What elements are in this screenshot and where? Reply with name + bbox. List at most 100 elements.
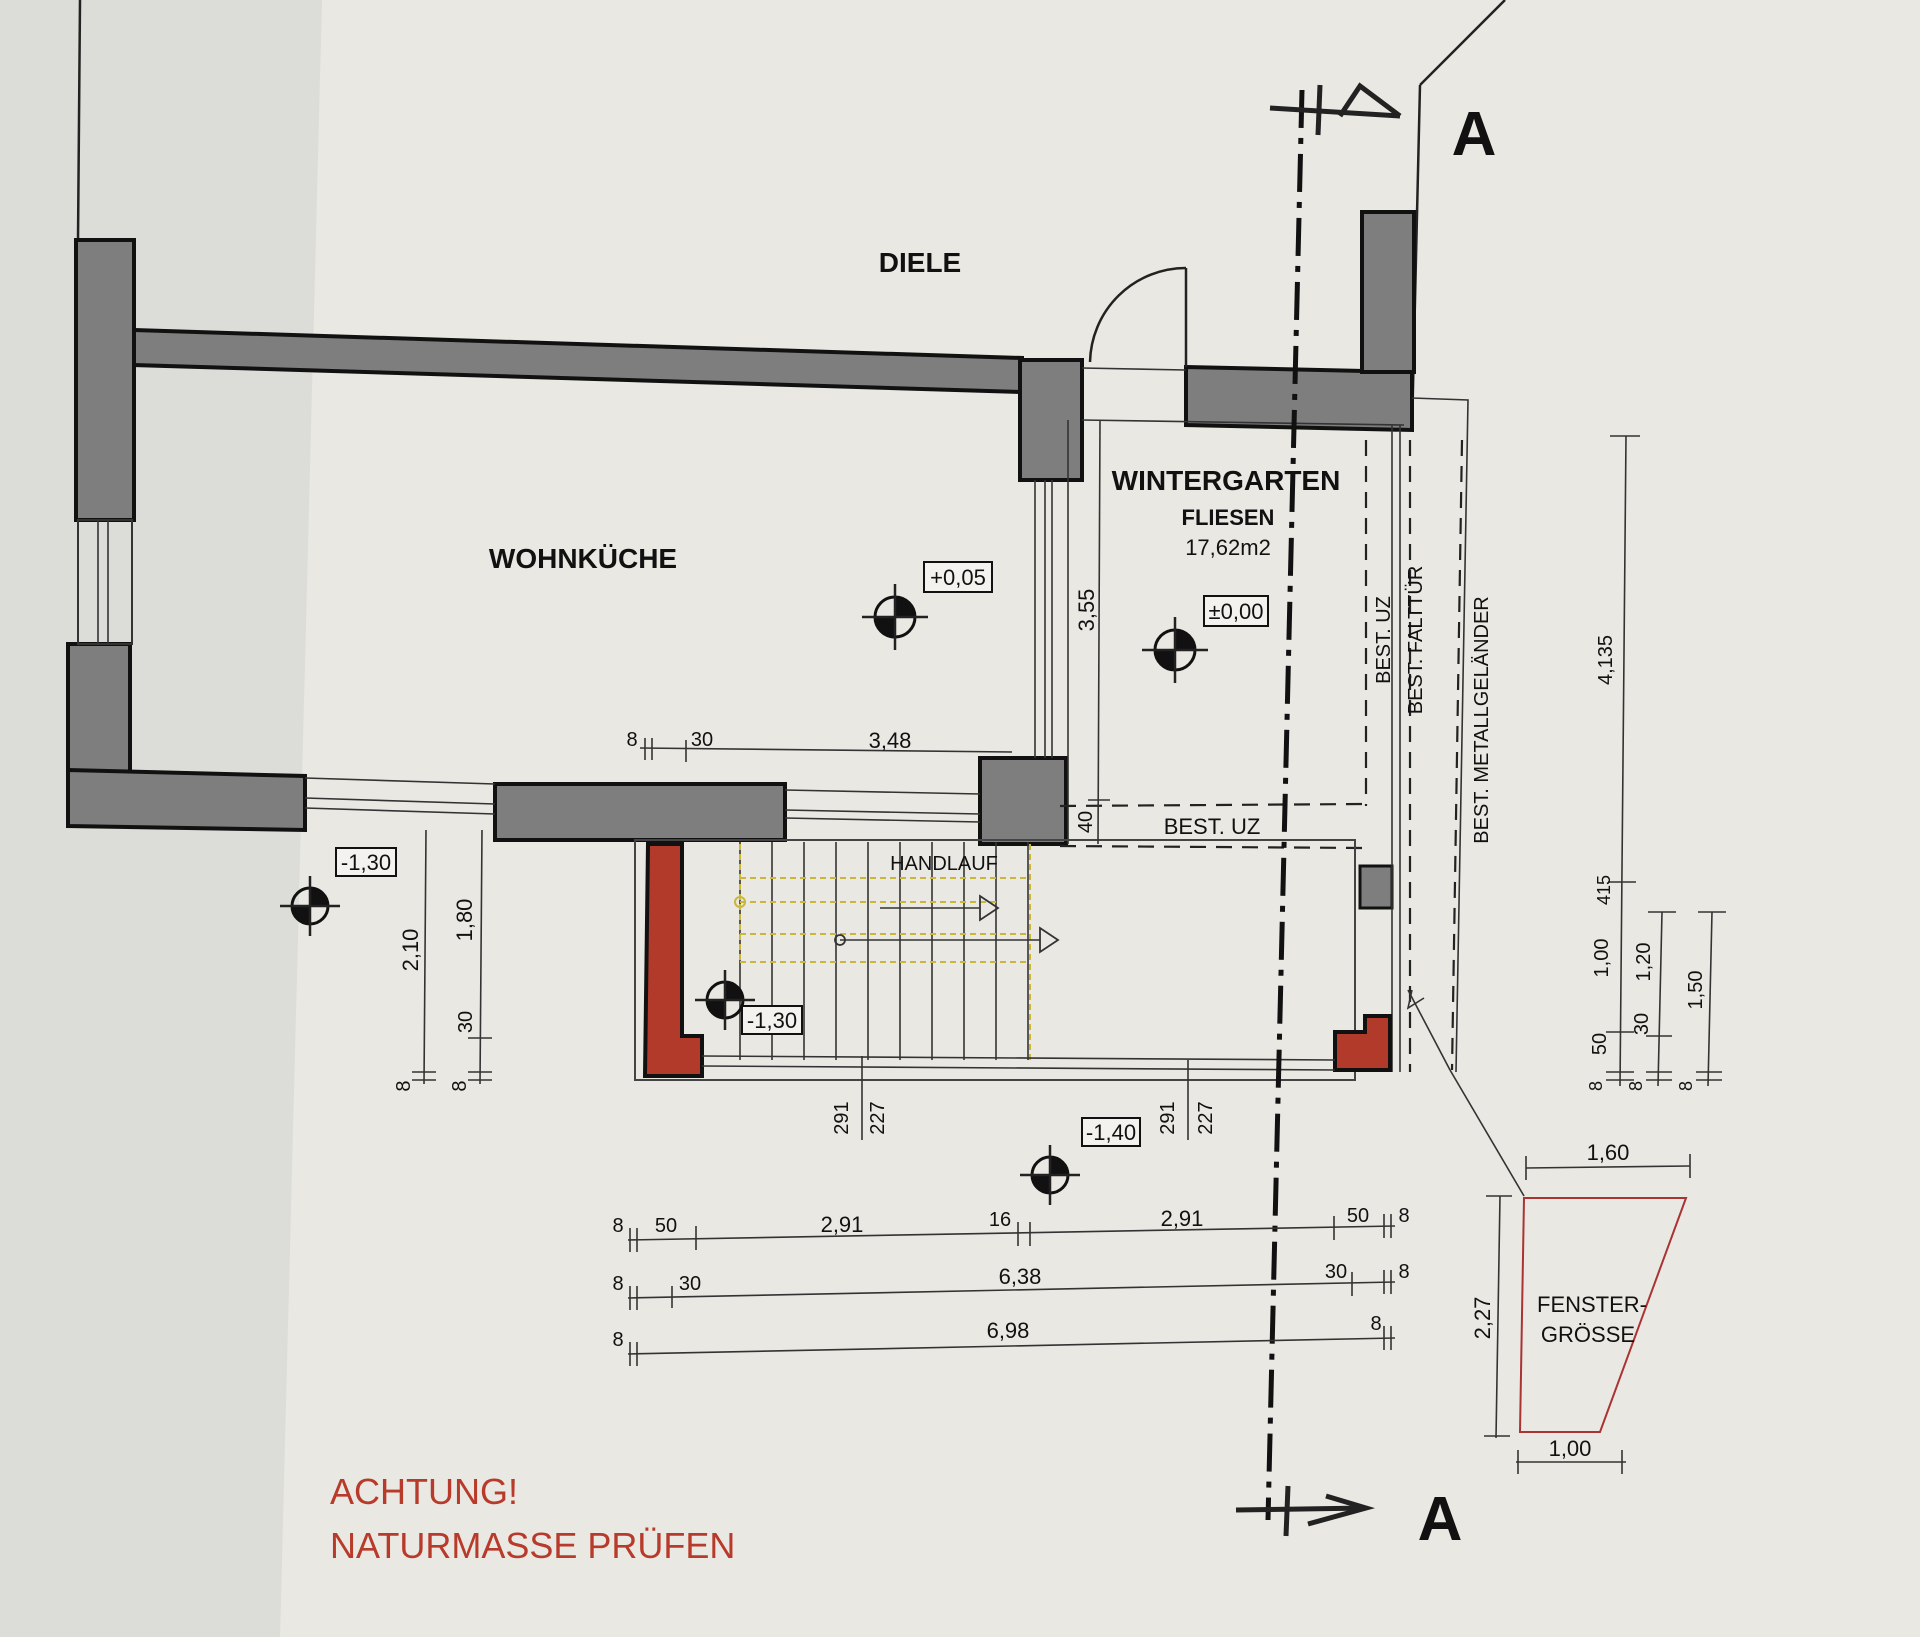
dim-r3-8b: 8 (1370, 1313, 1381, 1335)
dim-fenster-160: 1,60 (1587, 1140, 1630, 1165)
outline-left-edge (76, 0, 82, 241)
room-wintergarten: WINTERGARTEN (1112, 465, 1341, 496)
stair-bottom-lines (701, 1055, 1336, 1071)
dim-kitchen-width (639, 738, 1013, 762)
window-kitchen-bottom-right (784, 789, 981, 823)
stair-direction-arrows (834, 894, 1060, 954)
warning-line2: NATURMASSE PRÜFEN (330, 1525, 735, 1566)
dim-r2-30b: 30 (1325, 1261, 1347, 1283)
dim-r3-8a: 8 (612, 1329, 623, 1351)
section-label-top: A (1452, 100, 1497, 169)
level-box-outside-left (335, 847, 397, 877)
handrail-yellow (734, 844, 1031, 1060)
dim-left-180: 1,80 (452, 899, 477, 942)
stair-area-outline (634, 839, 1356, 1081)
level-wintergarten: ±0,00 (1209, 599, 1264, 624)
dim-rv-150: 1,50 (1685, 971, 1707, 1010)
dim-right-vertical (1606, 435, 1726, 1087)
dim-chain-row3 (627, 1326, 1396, 1366)
level-symbol-kitchen (862, 584, 928, 650)
dim-wg-227: 227 (1195, 1101, 1217, 1134)
dim-r2-8b: 8 (1398, 1261, 1409, 1283)
level-symbol-outside-left (280, 876, 340, 936)
dim-kitchen-8: 8 (626, 729, 637, 751)
dim-fenster-100: 1,00 (1549, 1436, 1592, 1461)
level-box-kitchen (923, 561, 993, 593)
wall-diele-right-stub (1360, 210, 1416, 374)
level-kitchen: +0,05 (930, 565, 986, 590)
wall-pillar-stair (978, 756, 1068, 846)
dim-wg-40: 40 (1075, 811, 1097, 833)
dim-stair-vertical (861, 1056, 1189, 1140)
dim-r1-8b: 8 (1398, 1205, 1409, 1227)
door-diele-wintergarten (1081, 266, 1188, 371)
level-box-garden (1081, 1117, 1141, 1147)
label-handlauf: HANDLAUF (890, 853, 998, 875)
fenster-arrow-line (1407, 989, 1451, 1071)
label-best-falttuer: BEST. FALTTÜR (1405, 566, 1427, 715)
dim-stair-291: 291 (831, 1101, 853, 1134)
window-kitchen-wintergarten (1034, 480, 1053, 758)
dim-kitchen-348: 3,48 (869, 728, 912, 753)
level-outside-left: -1,30 (341, 850, 391, 875)
level-stair: -1,30 (747, 1008, 797, 1033)
dim-left-30: 30 (455, 1011, 477, 1033)
window-kitchen-bottom-left (304, 777, 496, 815)
level-symbol-garden (1020, 1145, 1080, 1205)
dim-kitchen-30: 30 (691, 729, 713, 751)
label-best-uz-vertical: BEST. UZ (1373, 596, 1395, 684)
dim-left-210: 2,10 (398, 929, 423, 972)
dim-rv-120: 1,20 (1633, 943, 1655, 982)
dim-r2-8a: 8 (612, 1273, 623, 1295)
paper-main-sheet (280, 0, 1920, 1637)
room-diele: DIELE (879, 247, 961, 278)
label-best-metallgelaender: BEST. METALLGELÄNDER (1471, 596, 1493, 843)
dim-r1-50a: 50 (655, 1215, 677, 1237)
dim-rv-50: 50 (1589, 1033, 1611, 1055)
dim-wg-vertical (1088, 419, 1110, 845)
fenster-leader (1449, 1069, 1525, 1197)
dim-fenster (1484, 1154, 1691, 1474)
window-left (77, 519, 133, 645)
section-label-bottom: A (1418, 1485, 1463, 1554)
dim-left-vertical (412, 829, 492, 1085)
label-best-uz: BEST. UZ (1164, 814, 1261, 839)
fenster-shape (1518, 1197, 1688, 1433)
dim-left-8a: 8 (393, 1080, 415, 1091)
dim-rv-30: 30 (1631, 1013, 1653, 1035)
section-line-a (1265, 89, 1305, 1521)
dim-r1-8a: 8 (612, 1215, 623, 1237)
wintergarten-frame (1067, 397, 1469, 1073)
wall-kitchen-bottom-mid (493, 782, 787, 842)
dim-rv-8b: 8 (1626, 1081, 1646, 1091)
level-symbol-wintergarten (1142, 617, 1208, 683)
warning-line1: ACHTUNG! (330, 1471, 518, 1512)
level-garden: -1,40 (1086, 1120, 1136, 1145)
dim-chain-row1 (627, 1214, 1396, 1252)
dim-wg-355: 3,55 (1074, 589, 1099, 632)
dim-r2-638: 6,38 (999, 1264, 1042, 1289)
dim-r3-698: 6,98 (987, 1318, 1030, 1343)
dim-wg-291: 291 (1157, 1101, 1179, 1134)
wall-pillar-door-left (1018, 358, 1084, 482)
dim-left-8b: 8 (449, 1080, 471, 1091)
brick-wall-stair-left (642, 842, 704, 1078)
level-symbol-stair (695, 970, 755, 1030)
wall-small-post (1358, 864, 1394, 910)
fenster-label-line2: GRÖSSE (1541, 1322, 1635, 1347)
section-marker-top (1269, 82, 1402, 136)
dim-r2-30a: 30 (679, 1273, 701, 1295)
dim-rv-8c: 8 (1676, 1081, 1696, 1091)
dim-fenster-227: 2,27 (1470, 1297, 1495, 1340)
metallgelaender-dashed (1450, 439, 1464, 1071)
level-box-stair (741, 1005, 803, 1035)
dim-rv-415: 415 (1594, 875, 1614, 905)
outline-top-right (1419, 0, 1506, 86)
dim-chain-row2 (627, 1270, 1396, 1310)
dim-r1-50b: 50 (1347, 1205, 1369, 1227)
fenster-label-line1: FENSTER- (1537, 1292, 1647, 1317)
dim-rv-8: 8 (1586, 1081, 1606, 1091)
level-box-wintergarten (1203, 595, 1269, 627)
wall-kitchen-bottom-left (66, 767, 307, 833)
